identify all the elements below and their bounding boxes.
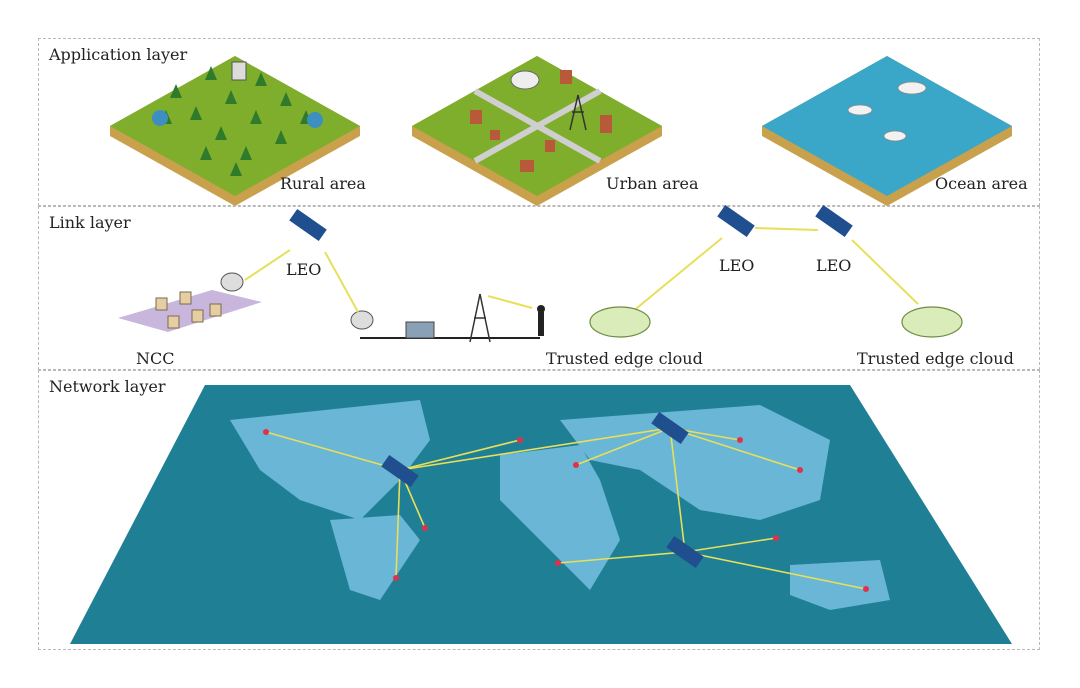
leo-label-1: LEO xyxy=(286,260,322,279)
leo-label-2: LEO xyxy=(719,256,755,275)
edge-cloud-label-2: Trusted edge cloud xyxy=(857,349,1014,368)
ocean-area-tile xyxy=(762,56,1012,206)
link-layer-title: Link layer xyxy=(49,213,131,232)
leo-label-3: LEO xyxy=(816,256,852,275)
ground-network-path xyxy=(350,293,545,343)
network-layer-title: Network layer xyxy=(49,377,166,396)
rural-area-label: Rural area xyxy=(280,174,366,193)
edge-cloud-label-1: Trusted edge cloud xyxy=(546,349,703,368)
urban-area-tile xyxy=(412,56,662,206)
link-satellites xyxy=(289,204,853,242)
application-layer-title: Application layer xyxy=(49,45,188,64)
link-beams xyxy=(244,227,919,313)
network-satellites xyxy=(381,411,704,569)
network-links xyxy=(265,427,867,590)
edge-clouds xyxy=(589,306,963,338)
ncc-label: NCC xyxy=(136,349,175,368)
network-layer-panel: Network layer xyxy=(38,370,1040,650)
ground-nodes xyxy=(263,429,869,592)
application-layer-panel: Application layer xyxy=(38,38,1040,206)
urban-area-label: Urban area xyxy=(606,174,699,193)
world-map xyxy=(70,385,1012,644)
ocean-area-label: Ocean area xyxy=(935,174,1028,193)
rural-area-tile xyxy=(110,56,360,206)
ncc-station xyxy=(118,272,262,332)
link-layer-panel: Link layer xyxy=(38,206,1040,370)
